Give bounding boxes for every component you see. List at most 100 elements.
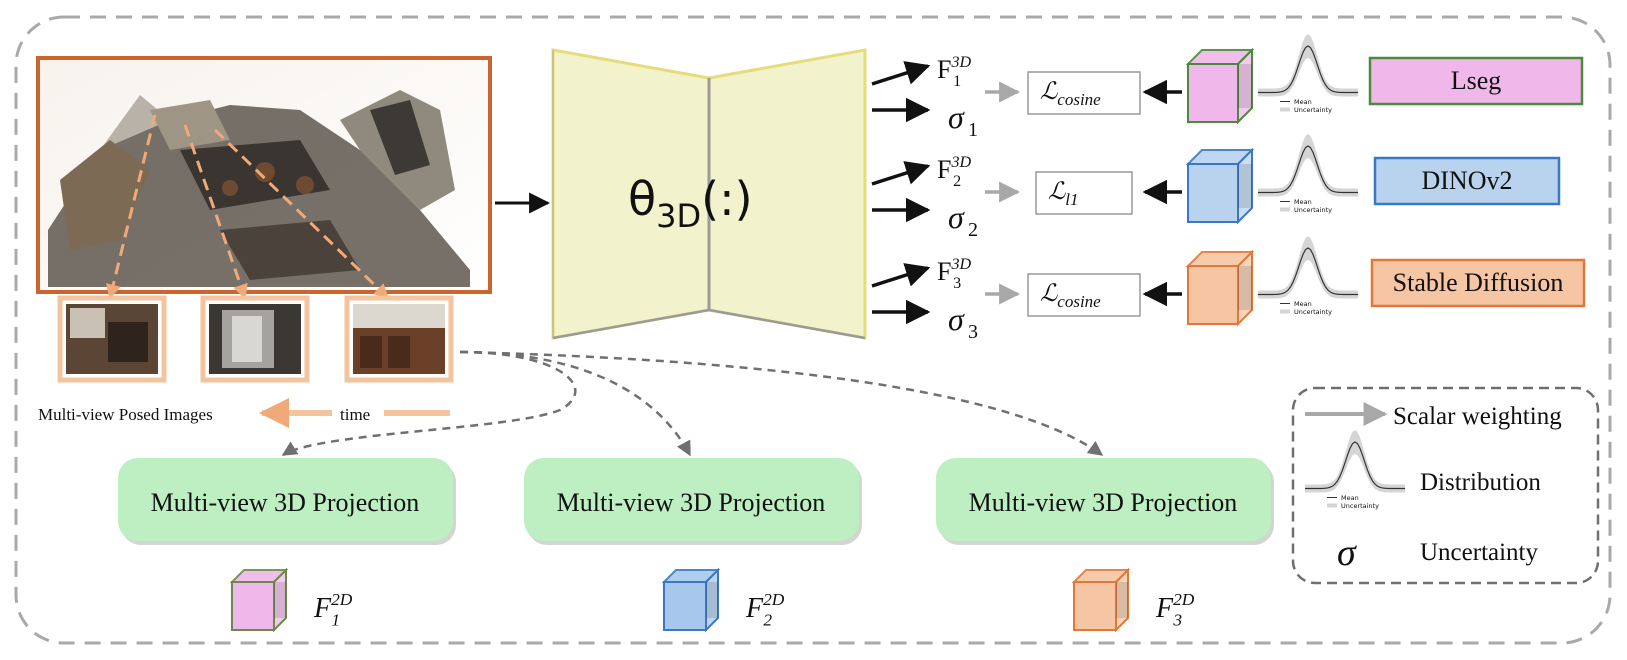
scene-cabinet <box>60 140 150 250</box>
feature-arrow <box>871 263 931 288</box>
teacher-box-3 <box>1370 258 1586 308</box>
teacher-feature-cube-2 <box>1185 147 1255 225</box>
projected-feature-cube-2 <box>661 567 721 633</box>
teacher-box-1 <box>1368 56 1584 106</box>
scene-chair <box>222 180 238 196</box>
posed-image-thumb-2 <box>200 295 310 383</box>
teacher-box-2 <box>1373 156 1561 206</box>
teacher-label-1: Lseg <box>1451 66 1502 95</box>
projection-link-2 <box>459 350 692 457</box>
posed-image-thumb-1 <box>57 295 167 383</box>
loss-label-3: ℒcosine <box>1040 281 1101 311</box>
distribution-mean-label: Mean <box>1294 98 1312 106</box>
teacher-label-3: Stable Diffusion <box>1393 268 1564 297</box>
encoder-block: θ3D(:) <box>551 48 867 340</box>
feature-2d-label-2-subscript: 2 <box>763 610 772 629</box>
distribution-uncertainty-label: Uncertainty <box>1294 206 1332 214</box>
legend-scalar-weighting: Scalar weighting <box>1393 403 1562 430</box>
scene-shelf <box>150 100 230 150</box>
scene-wall-left <box>100 95 170 150</box>
distribution-uncertainty-label: Uncertainty <box>1341 502 1379 510</box>
encoder-theta: θ <box>628 172 656 226</box>
teacher-feature-cube-3 <box>1185 249 1255 327</box>
projection-link-1 <box>281 350 577 457</box>
loss-label-2: ℒl1 <box>1048 179 1079 209</box>
sigma-label-1: σ <box>948 99 965 135</box>
feature-arrow <box>871 161 931 186</box>
feature-arrow <box>871 61 931 86</box>
feature-2d-label-1: F2D <box>313 590 353 624</box>
sigma-subscript-3: 3 <box>968 321 978 343</box>
teacher-label-2: DINOv2 <box>1422 166 1513 195</box>
feature-3d-label-1-subscript: 1 <box>953 73 961 90</box>
feature-3d-label-2-subscript: 2 <box>953 173 961 190</box>
scene-table <box>180 140 330 210</box>
feature-3d-label-1: F3D <box>937 54 972 84</box>
projection-links <box>281 350 1104 457</box>
sigma-subscript-1: 1 <box>968 119 978 141</box>
scene-chair <box>255 162 275 182</box>
feature-2d-label-3: F2D <box>1155 590 1195 624</box>
sigma-label-2: σ <box>948 199 965 235</box>
projected-feature-cube-3 <box>1071 567 1131 633</box>
view-ray <box>105 114 157 300</box>
feature-3d-label-2: F3D <box>937 154 972 184</box>
view-ray <box>213 128 390 300</box>
projection-box-1 <box>118 458 453 541</box>
sigma-subscript-2: 2 <box>968 219 978 241</box>
posed-image-thumbnails <box>57 295 454 383</box>
time-label: time <box>340 405 370 424</box>
projection-label-2: Multi-view 3D Projection <box>557 488 826 517</box>
projection-box-2 <box>524 458 859 541</box>
posed-images-caption: Multi-view Posed Images <box>38 405 213 424</box>
projected-feature-cube-1 <box>229 567 289 633</box>
loss-box-2 <box>1035 171 1133 215</box>
distribution-mean-label: Mean <box>1341 494 1359 502</box>
legend-distribution: Distribution <box>1420 469 1541 496</box>
loss-box-1 <box>1027 71 1141 115</box>
outer-frame <box>14 15 1612 645</box>
feature-2d-label-2: F2D <box>745 590 785 624</box>
posed-image-thumb-3 <box>344 295 454 383</box>
feature-3d-label-3: F3D <box>937 256 972 286</box>
projection-label-1: Multi-view 3D Projection <box>151 488 420 517</box>
legend-sigma-symbol: σ <box>1337 532 1357 574</box>
projection-box-3 <box>936 458 1271 541</box>
distribution-uncertainty-label: Uncertainty <box>1294 106 1332 114</box>
distribution-mean-label: Mean <box>1294 300 1312 308</box>
sigma-label-3: σ <box>948 301 965 337</box>
feature-2d-label-3-subscript: 3 <box>1172 610 1182 629</box>
distribution-uncertainty-label: Uncertainty <box>1294 308 1332 316</box>
scene-pointcloud <box>36 56 492 300</box>
projection-link-3 <box>459 350 1104 457</box>
feature-3d-label-3-subscript: 3 <box>953 275 961 292</box>
loss-box-3 <box>1027 273 1141 317</box>
encoder-suffix: (:) <box>701 172 752 226</box>
encoder-label: θ3D(:) <box>628 172 753 235</box>
feature-2d-label-1-subscript: 1 <box>331 610 340 629</box>
scene-chair <box>296 176 314 194</box>
legend-uncertainty: Uncertainty <box>1420 539 1539 566</box>
projection-label-3: Multi-view 3D Projection <box>969 488 1238 517</box>
teacher-feature-cube-1 <box>1185 47 1255 125</box>
loss-label-1: ℒcosine <box>1040 79 1101 109</box>
distribution-mean-label: Mean <box>1294 198 1312 206</box>
scene-doorway <box>370 100 430 175</box>
encoder-subscript: 3D <box>656 197 701 235</box>
